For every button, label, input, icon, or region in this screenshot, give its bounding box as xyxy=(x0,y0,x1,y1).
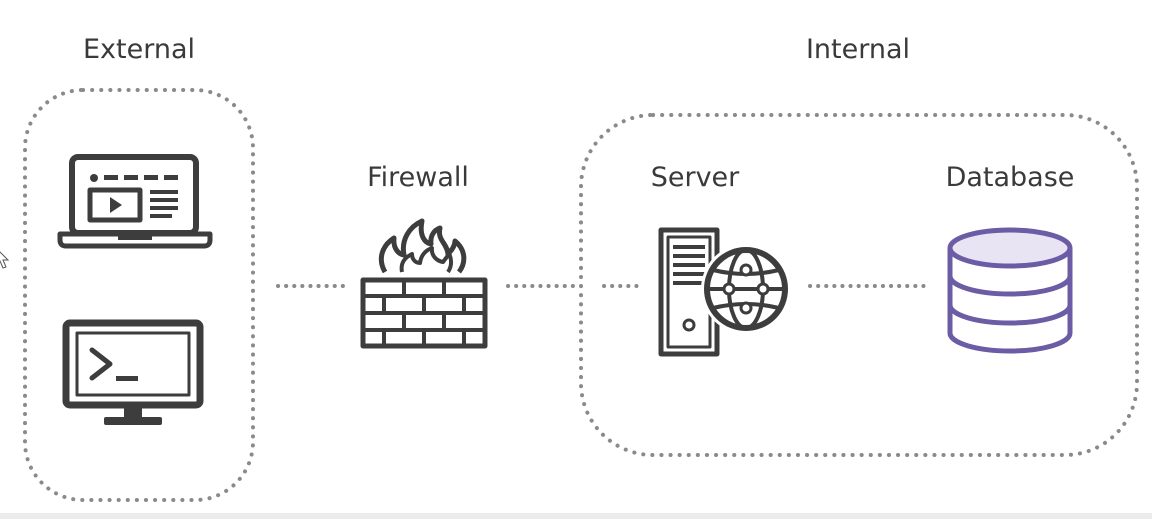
database-icon xyxy=(947,227,1073,354)
database-label: Database xyxy=(946,162,1075,193)
terminal-monitor-icon xyxy=(62,319,204,425)
internal-group-boundary xyxy=(579,113,1139,457)
mouse-cursor-icon xyxy=(0,251,10,269)
external-group-boundary xyxy=(23,88,255,502)
server-label: Server xyxy=(651,162,740,193)
laptop-icon xyxy=(57,154,213,249)
firewall-label: Firewall xyxy=(367,162,469,193)
external-group-label: External xyxy=(83,34,195,65)
firewall-brick-wall-icon xyxy=(360,218,488,349)
globe-network-icon xyxy=(701,244,791,334)
bottom-strip xyxy=(0,513,1152,519)
internal-group-label: Internal xyxy=(806,34,910,65)
